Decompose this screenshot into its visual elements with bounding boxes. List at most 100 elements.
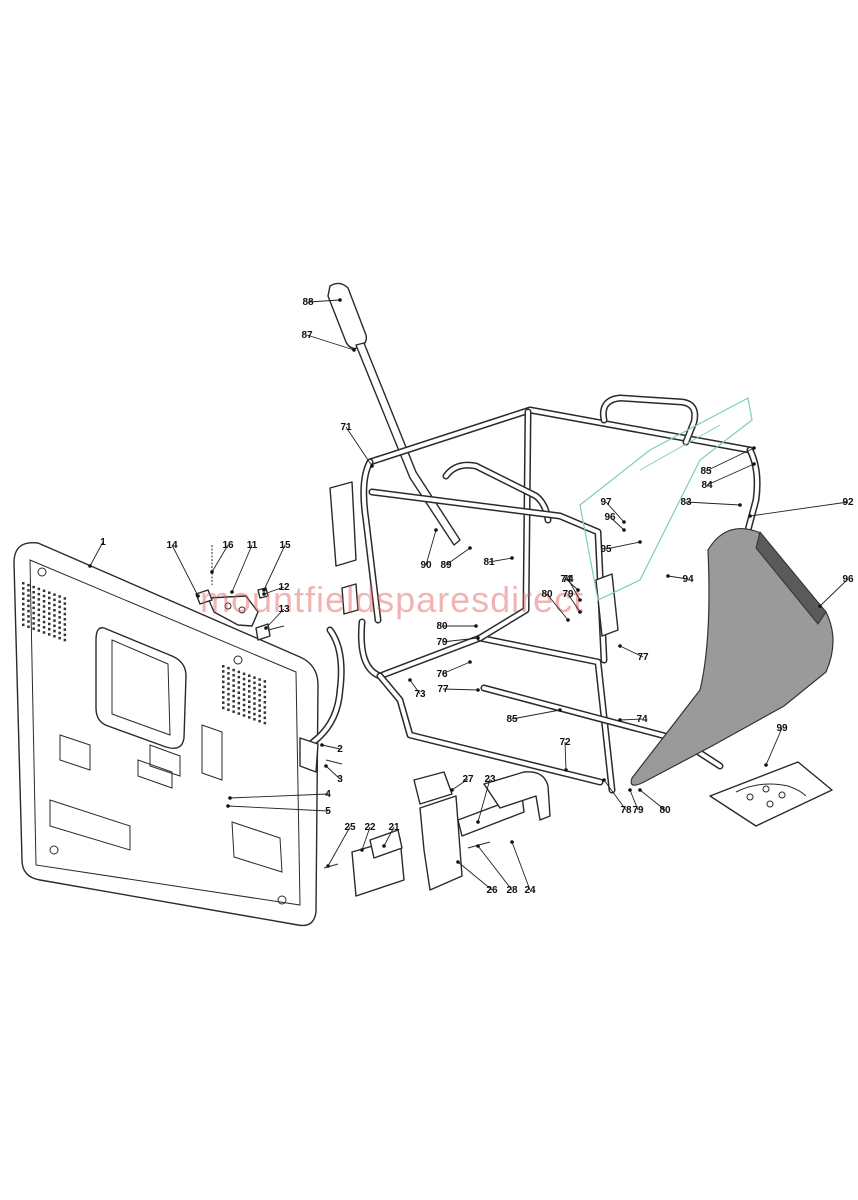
grass-bag-part bbox=[630, 528, 834, 786]
callout-dot-79 bbox=[476, 636, 480, 640]
callout-leader-16 bbox=[211, 544, 229, 573]
callout-dot-26 bbox=[456, 860, 460, 864]
callout-label-79: 79 bbox=[632, 805, 644, 816]
callout-leader-71 bbox=[345, 426, 373, 467]
side-bracket-part bbox=[299, 626, 345, 773]
callout-label-16: 16 bbox=[222, 540, 234, 551]
callout-leader-77 bbox=[619, 645, 644, 658]
callout-leader-74 bbox=[567, 578, 581, 601]
callout-label-23: 23 bbox=[484, 774, 496, 785]
callout-label-89: 89 bbox=[440, 560, 452, 571]
callout-label-83: 83 bbox=[680, 497, 692, 508]
hitch-bracket-set bbox=[323, 771, 551, 897]
callout-leader-14 bbox=[171, 544, 199, 597]
callout-label-85: 85 bbox=[506, 714, 518, 725]
callout-label-15: 15 bbox=[279, 540, 291, 551]
callout-dot-76 bbox=[468, 660, 472, 664]
callout-dot-80 bbox=[474, 624, 478, 628]
callout-leader-74 bbox=[565, 578, 579, 591]
callout-dot-27 bbox=[450, 788, 454, 792]
callout-leader-3 bbox=[325, 765, 341, 780]
callout-dot-25 bbox=[326, 864, 330, 868]
callout-dot-4 bbox=[228, 796, 232, 800]
callout-leader-97 bbox=[605, 501, 625, 523]
callout-label-88: 88 bbox=[302, 297, 314, 308]
callout-leader-88 bbox=[307, 299, 341, 303]
callout-label-77: 77 bbox=[437, 684, 449, 695]
callout-leader-80 bbox=[546, 593, 569, 621]
rear-plate-part bbox=[13, 541, 319, 927]
callout-dot-80 bbox=[566, 618, 570, 622]
callout-dot-14 bbox=[196, 594, 200, 598]
callout-label-74: 74 bbox=[562, 574, 574, 585]
hardware-kit-bag bbox=[709, 761, 833, 827]
callout-dot-3 bbox=[324, 764, 328, 768]
callout-label-12: 12 bbox=[278, 582, 290, 593]
callout-leader-84 bbox=[706, 463, 755, 486]
watermark-text: mountfieldsparesdirect bbox=[200, 579, 584, 620]
callout-dot-79 bbox=[628, 788, 632, 792]
callout-leader-78 bbox=[603, 779, 627, 811]
callout-leader-76 bbox=[441, 661, 471, 675]
callout-label-85: 85 bbox=[700, 466, 712, 477]
callout-leader-1 bbox=[89, 541, 104, 567]
callout-label-3: 3 bbox=[337, 774, 343, 785]
callout-label-95: 95 bbox=[600, 544, 612, 555]
callout-dot-16 bbox=[210, 570, 214, 574]
callout-label-28: 28 bbox=[506, 885, 518, 896]
callout-leader-74 bbox=[619, 718, 643, 721]
callout-dot-28 bbox=[476, 844, 480, 848]
callout-dot-72 bbox=[564, 768, 568, 772]
vent-grille-left bbox=[22, 582, 67, 642]
callout-leader-22 bbox=[361, 826, 371, 851]
callout-leader-72 bbox=[564, 741, 567, 771]
callout-label-24: 24 bbox=[524, 885, 536, 896]
callout-dot-85 bbox=[558, 708, 562, 712]
callout-label-97: 97 bbox=[600, 497, 612, 508]
callout-label-77: 77 bbox=[637, 652, 649, 663]
callout-label-73: 73 bbox=[414, 689, 426, 700]
callout-dot-23 bbox=[476, 820, 480, 824]
tipping-handle-part bbox=[327, 282, 461, 546]
callout-dot-1 bbox=[88, 564, 92, 568]
callout-leader-83 bbox=[685, 501, 741, 506]
callout-dot-79 bbox=[578, 610, 582, 614]
callout-leader-4 bbox=[229, 793, 329, 799]
callout-leader-27 bbox=[451, 778, 469, 791]
callout-dot-24 bbox=[510, 840, 514, 844]
callout-dot-87 bbox=[352, 348, 356, 352]
callout-leader-79 bbox=[441, 637, 479, 643]
callout-dot-13 bbox=[264, 626, 268, 630]
callout-leader-21 bbox=[383, 826, 395, 847]
callout-dot-11 bbox=[230, 590, 234, 594]
callout-label-4: 4 bbox=[325, 789, 331, 800]
callout-dot-97 bbox=[622, 520, 626, 524]
callout-label-14: 14 bbox=[166, 540, 178, 551]
callout-label-26: 26 bbox=[486, 885, 498, 896]
callout-label-92: 92 bbox=[842, 497, 854, 508]
callout-leader-95 bbox=[605, 541, 641, 550]
callout-leader-90 bbox=[425, 529, 437, 566]
callout-leader-85 bbox=[511, 709, 561, 720]
callout-dot-77 bbox=[476, 688, 480, 692]
callout-label-22: 22 bbox=[364, 822, 376, 833]
callout-leader-79 bbox=[629, 789, 639, 811]
latch-bracket-part bbox=[195, 545, 285, 641]
callout-leader-77 bbox=[442, 688, 479, 691]
callout-leader-99 bbox=[765, 727, 783, 766]
callout-label-90: 90 bbox=[420, 560, 432, 571]
callout-label-80: 80 bbox=[659, 805, 671, 816]
callout-label-21: 21 bbox=[388, 822, 400, 833]
callout-dot-96 bbox=[818, 604, 822, 608]
grass-bag-frame-part bbox=[329, 394, 761, 794]
callout-leader-15 bbox=[263, 544, 286, 591]
callout-leader-26 bbox=[457, 861, 493, 891]
callout-dot-73 bbox=[408, 678, 412, 682]
callout-leader-79 bbox=[567, 593, 581, 613]
callout-leader-73 bbox=[409, 679, 421, 695]
callout-dot-74 bbox=[578, 598, 582, 602]
callout-dot-78 bbox=[602, 778, 606, 782]
callout-label-71: 71 bbox=[340, 422, 352, 433]
